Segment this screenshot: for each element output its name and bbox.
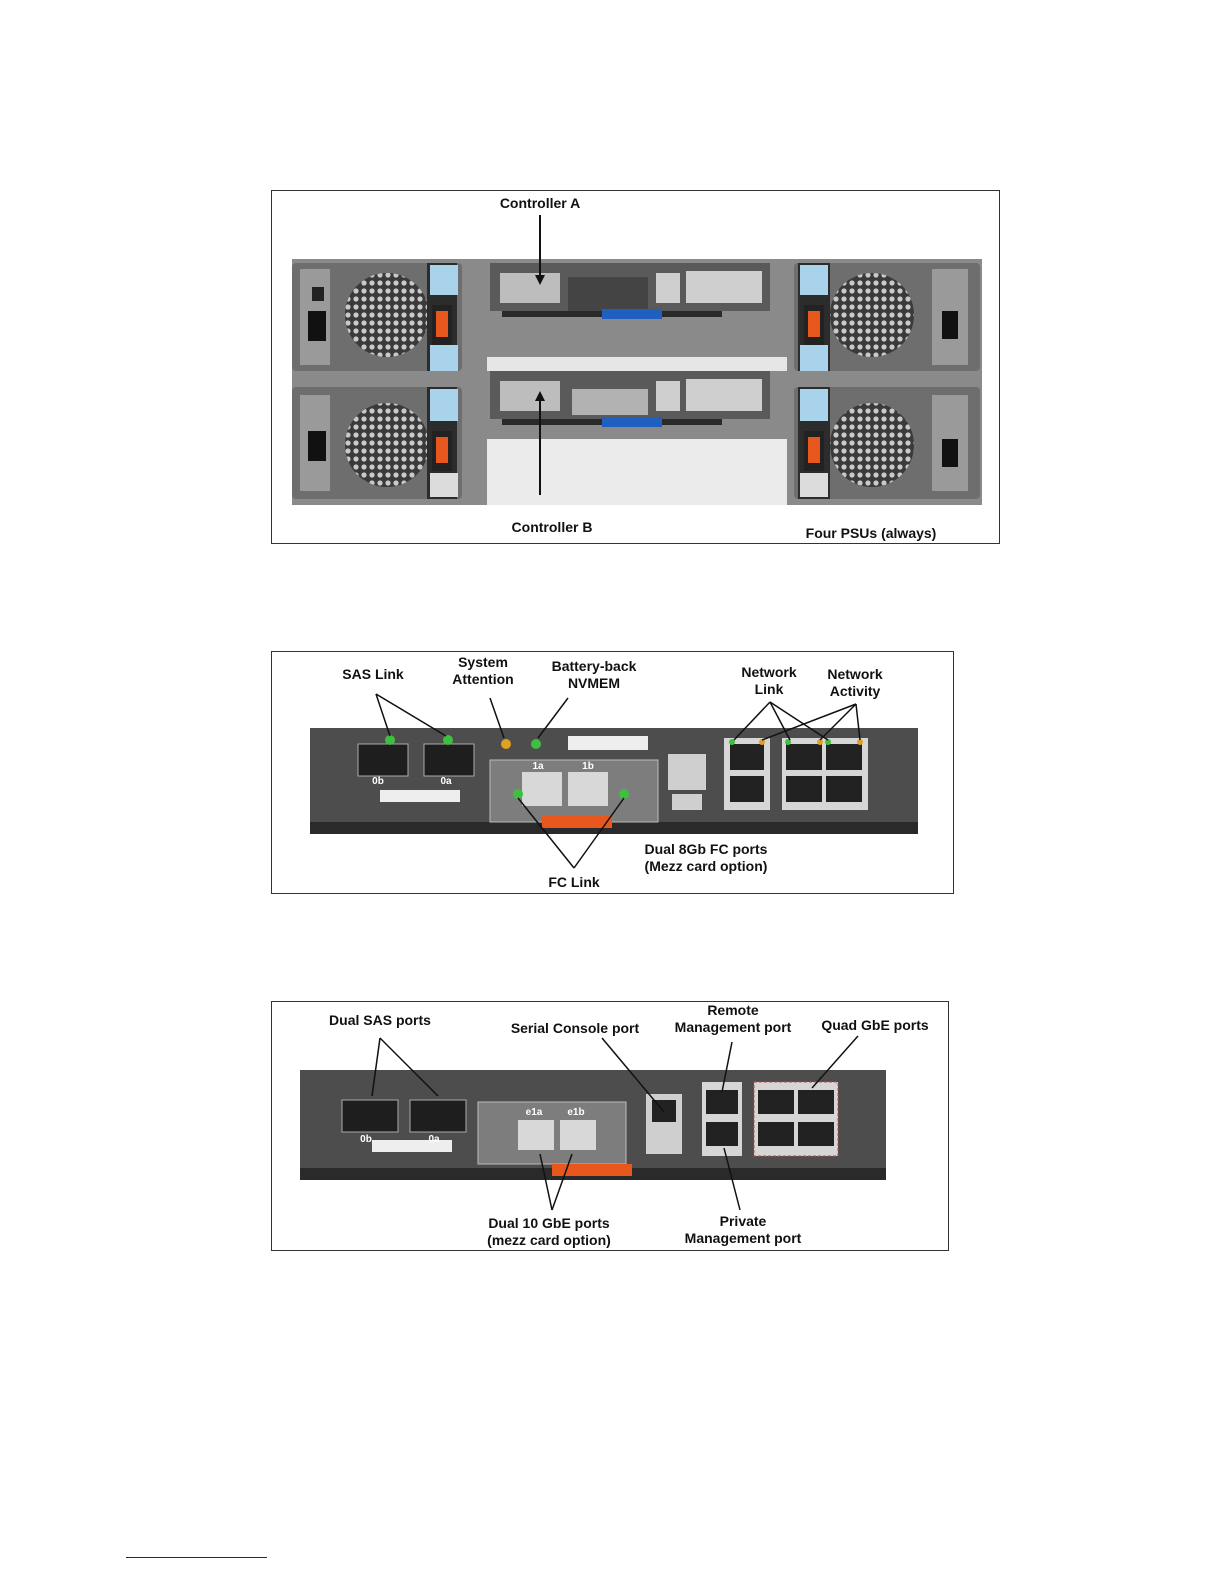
remote-mgmt-label-2: Management port <box>674 1019 792 1035</box>
sas-port-0b <box>357 743 409 777</box>
serial-console-label: Serial Console port <box>510 1020 640 1036</box>
fc-port-1b <box>568 772 608 806</box>
controller-a-label: Controller A <box>499 195 581 211</box>
private-management-port <box>706 1122 738 1146</box>
sas-link-led-2 <box>443 735 453 745</box>
remote-management-port <box>706 1090 738 1114</box>
private-mgmt-label-2: Management port <box>684 1230 802 1246</box>
fc-link-led-2 <box>619 789 629 799</box>
sas-port-0b <box>341 1099 399 1133</box>
psu-bottom-right <box>794 387 980 499</box>
system-attention-label-1: System <box>458 654 508 670</box>
fc-ports-label-1: Dual 8Gb FC ports <box>644 841 768 857</box>
psu-top-right <box>794 263 980 371</box>
battery-label-1: Battery-back <box>551 658 637 674</box>
battery-led <box>531 739 541 749</box>
fc-link-label: FC Link <box>548 874 600 890</box>
port-e1a-label: e1a <box>525 1107 543 1118</box>
footnote-rule <box>126 1557 267 1558</box>
serial-port <box>668 754 706 790</box>
port-e1b <box>560 1120 596 1150</box>
figure-10gbe-controller: Dual SAS ports Serial Console port Remot… <box>271 1001 949 1251</box>
controller-a-module <box>490 263 770 319</box>
sas-link-label: SAS Link <box>342 666 404 682</box>
psu-bottom-left <box>292 387 462 499</box>
system-attention-led <box>501 739 511 749</box>
fc-controller-photo <box>310 693 918 869</box>
figure-chassis-rear: Controller A Controller B Four PSUs (alw… <box>271 190 1000 544</box>
10gbe-controller-photo <box>300 1035 886 1211</box>
figure-fc-controller: SAS Link System Attention Battery-back N… <box>271 651 954 894</box>
dual-10gbe-label-2: (mezz card option) <box>487 1232 611 1248</box>
port-e1b-label: e1b <box>567 1107 585 1118</box>
dual-10gbe-label-1: Dual 10 GbE ports <box>488 1215 610 1231</box>
port-0a-label: 0a <box>428 1134 440 1145</box>
controller-b-label: Controller B <box>511 519 593 535</box>
network-link-label-1: Network <box>741 664 797 680</box>
private-mgmt-label-1: Private <box>719 1213 767 1229</box>
release-lever <box>542 816 612 828</box>
battery-label-2: NVMEM <box>567 675 621 691</box>
quad-gbe-label: Quad GbE ports <box>821 1017 929 1033</box>
remote-mgmt-label-1: Remote <box>707 1002 759 1018</box>
fc-link-led-1 <box>513 789 523 799</box>
controller-b-module <box>490 371 770 427</box>
chassis-rear-photo <box>292 215 982 505</box>
sas-port-0a <box>423 743 475 777</box>
fc-port-1a <box>522 772 562 806</box>
sas-link-led-1 <box>385 735 395 745</box>
port-1b-label: 1b <box>582 761 594 772</box>
sas-port-0a <box>409 1099 467 1133</box>
network-activity-label-1: Network <box>827 666 883 682</box>
port-0a-label: 0a <box>440 776 452 787</box>
network-activity-label-2: Activity <box>829 683 881 699</box>
psu-top-left <box>292 263 462 371</box>
system-attention-label-2: Attention <box>452 671 514 687</box>
port-1a-label: 1a <box>532 761 544 772</box>
release-lever <box>552 1164 632 1176</box>
port-e1a <box>518 1120 554 1150</box>
port-0b-label: 0b <box>372 776 384 787</box>
network-link-label-2: Link <box>754 681 784 697</box>
port-0b-label: 0b <box>360 1134 372 1145</box>
fc-ports-label-2: (Mezz card option) <box>644 858 768 874</box>
dual-sas-label: Dual SAS ports <box>329 1012 431 1028</box>
psu-note-label: Four PSUs (always) <box>805 525 937 541</box>
